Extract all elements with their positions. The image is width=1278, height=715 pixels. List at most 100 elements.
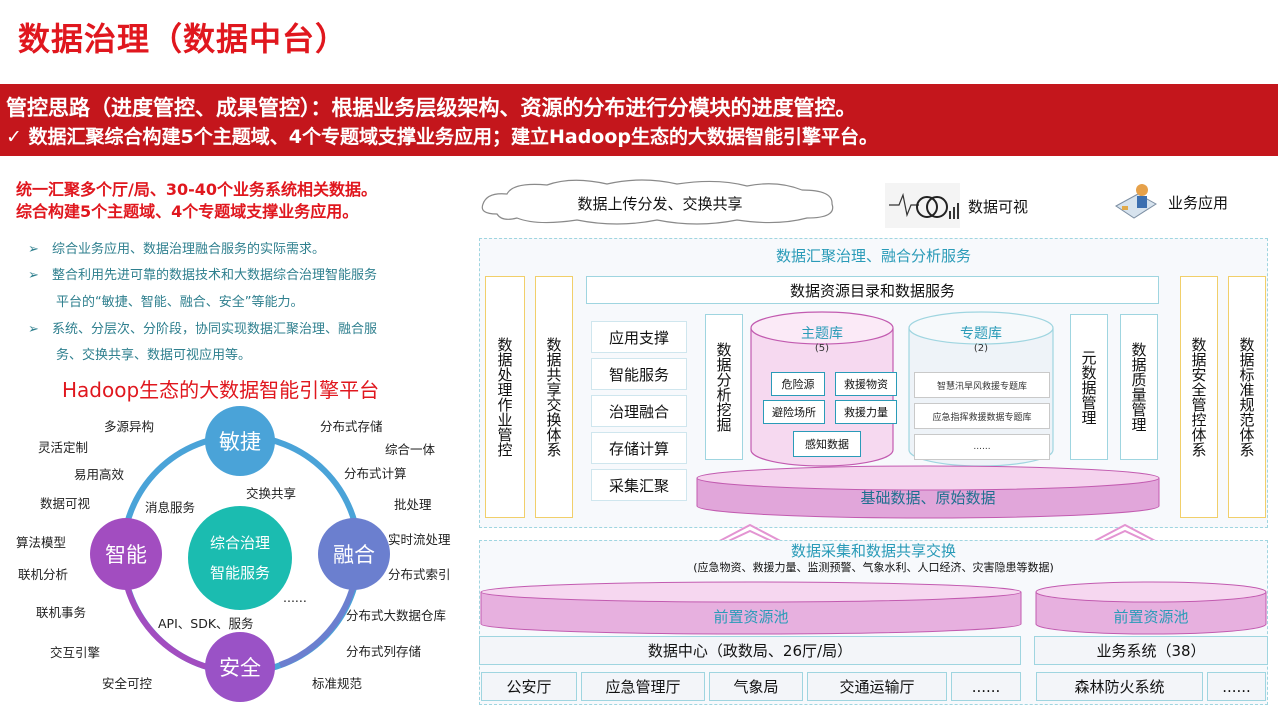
collect-title: 数据采集和数据共享交换	[790, 542, 956, 560]
bullet-2-cont: 平台的“敏捷、智能、融合、安全”等能力。	[56, 295, 304, 310]
base-data-cylinder	[696, 465, 1160, 519]
topic-cell-3: ......	[914, 434, 1050, 460]
label-integrated: 综合一体	[385, 442, 436, 457]
label-algo: 算法模型	[16, 535, 67, 550]
stack-item-3: 治理融合	[591, 395, 687, 427]
label-dots: ......	[283, 590, 307, 605]
bullet-text: 综合业务应用、数据治理融合服务的实际需求。	[52, 242, 326, 257]
intro-line-1: 统一汇聚多个厅/局、30-40个业务系统相关数据。	[16, 180, 378, 199]
vertical-right-2: 数据标准规范体系	[1228, 276, 1266, 518]
arrow-icon: ➢	[28, 268, 39, 283]
theme-cell-shelter: 避险场所	[763, 400, 825, 424]
banner: 管控思路（进度管控、成果管控）：根据业务层级架构、资源的分布进行分模块的进度管控…	[0, 84, 1278, 156]
dept-more: ......	[951, 672, 1021, 701]
analysis-text: 数据分析挖掘	[714, 342, 733, 432]
bullet-3-cont: 务、交换共享、数据可视应用等。	[56, 348, 252, 363]
banner-line-1: 管控思路（进度管控、成果管控）：根据业务层级架构、资源的分布进行分模块的进度管控…	[6, 96, 857, 120]
theme-title: 主题库	[801, 326, 843, 342]
biz-more: ......	[1207, 672, 1266, 701]
collect-subtitle: (应急物资、救援力量、监测预警、气象水利、人口经济、灾害隐患等数据)	[693, 561, 1054, 574]
label-dist-compute: 分布式计算	[344, 466, 407, 481]
theme-cell-supplies: 救援物资	[835, 372, 897, 396]
bullet-text: 整合利用先进可靠的数据技术和大数据综合治理智能服务	[52, 268, 378, 283]
data-vis-label: 数据可视	[968, 198, 1029, 216]
vertical-right-1-text: 数据安全管控体系	[1189, 337, 1208, 457]
theme-count: (5)	[814, 343, 830, 354]
node-fusion: 融合	[318, 518, 390, 590]
label-exchange: 交换共享	[246, 486, 297, 501]
vertical-left-2: 数据共享交换体系	[535, 276, 573, 518]
topic-cell-2: 应急指挥救援数据专题库	[914, 403, 1050, 429]
dept-weather: 气象局	[709, 672, 803, 701]
base-data-label: 基础数据、原始数据	[860, 489, 996, 507]
label-api: API、SDK、服务	[158, 616, 254, 631]
node-safe: 安全	[205, 632, 275, 702]
vertical-left-1-text: 数据处理作业管控	[495, 337, 514, 457]
pool-right-cylinder	[1035, 581, 1267, 635]
stack-item-2: 智能服务	[591, 358, 687, 390]
vertical-right-1: 数据安全管控体系	[1180, 276, 1218, 518]
bullet-1: ➢综合业务应用、数据治理融合服务的实际需求。	[28, 238, 325, 257]
label-std: 标准规范	[312, 676, 363, 691]
dept-police: 公安厅	[481, 672, 577, 701]
center-line-2: 智能服务	[209, 564, 270, 582]
topic-count: (2)	[973, 343, 989, 354]
meta-box: 元数据管理	[1070, 314, 1108, 460]
arrow-icon: ➢	[28, 322, 39, 337]
fusion-title: 数据汇聚治理、融合分析服务	[775, 247, 971, 265]
stack-item-1: 应用支撑	[591, 321, 687, 353]
label-online-tx: 联机事务	[36, 605, 87, 620]
dept-emergency: 应急管理厅	[581, 672, 705, 701]
label-online-analysis: 联机分析	[18, 567, 69, 582]
engine-title: Hadoop生态的大数据智能引擎平台	[62, 378, 380, 402]
label-message: 消息服务	[145, 500, 196, 515]
banner-line-2: ✓ 数据汇聚综合构建5个主题域、4个专题域支撑业务应用；建立Hadoop生态的大…	[6, 126, 879, 148]
cloud-shape	[481, 179, 834, 225]
business-app-icon	[1115, 184, 1157, 219]
stack-item-5: 采集汇聚	[591, 469, 687, 501]
quality-box: 数据质量管理	[1120, 314, 1158, 460]
label-interact: 交互引擎	[50, 645, 101, 660]
label-realtime: 实时流处理	[388, 532, 451, 547]
theme-cell-danger: 危险源	[771, 372, 825, 396]
label-data-vis: 数据可视	[40, 496, 91, 511]
dept-transport: 交通运输厅	[807, 672, 947, 701]
center-node: 综合治理 智能服务	[188, 506, 292, 610]
bullet-2: ➢ 整合利用先进可靠的数据技术和大数据综合治理智能服务	[28, 264, 377, 283]
page-title: 数据治理（数据中台）	[18, 20, 349, 58]
intro-line-2: 综合构建5个主题域、4个专题域支撑业务应用。	[16, 202, 359, 221]
label-batch: 批处理	[394, 497, 432, 512]
label-multi-source: 多源异构	[104, 419, 155, 434]
pool-right-label: 前置资源池	[1113, 608, 1189, 626]
center-line-1: 综合治理	[209, 534, 270, 552]
topic-title: 专题库	[960, 326, 1002, 342]
pool-left-cylinder	[480, 581, 1022, 635]
node-smart: 智能	[90, 518, 162, 590]
cloud-label: 数据上传分发、交换共享	[577, 195, 743, 213]
label-secure: 安全可控	[102, 676, 153, 691]
analysis-box: 数据分析挖掘	[705, 314, 743, 460]
node-agile: 敏捷	[205, 406, 275, 476]
data-center-box: 数据中心（政数局、26厅/局）	[479, 636, 1021, 665]
theme-cell-sense: 感知数据	[793, 431, 861, 457]
biz-system-box: 业务系统（38）	[1034, 636, 1268, 665]
label-dist-store: 分布式存储	[320, 419, 383, 434]
vertical-left-2-text: 数据共享交换体系	[544, 337, 563, 457]
theme-cell-force: 救援力量	[835, 400, 897, 424]
label-dist-index: 分布式索引	[388, 567, 451, 582]
bullet-3: ➢ 系统、分层次、分阶段，协同实现数据汇聚治理、融合服	[28, 318, 377, 337]
biz-forest-fire: 森林防火系统	[1036, 672, 1203, 701]
label-dist-warehouse: 分布式大数据仓库	[346, 608, 447, 623]
stack-item-4: 存储计算	[591, 432, 687, 464]
catalog-box: 数据资源目录和数据服务	[586, 276, 1159, 304]
vertical-right-2-text: 数据标准规范体系	[1237, 337, 1256, 457]
business-app-label: 业务应用	[1168, 194, 1229, 212]
bullet-text: 系统、分层次、分阶段，协同实现数据汇聚治理、融合服	[52, 322, 378, 337]
data-vis-icon	[885, 183, 960, 228]
quality-text: 数据质量管理	[1129, 342, 1148, 432]
topic-cell-1: 智慧汛旱风救援专题库	[914, 372, 1050, 398]
vertical-left-1: 数据处理作业管控	[485, 276, 525, 518]
pool-left-label: 前置资源池	[713, 608, 789, 626]
meta-text: 元数据管理	[1079, 349, 1098, 425]
label-flex-custom: 灵活定制	[38, 440, 89, 455]
